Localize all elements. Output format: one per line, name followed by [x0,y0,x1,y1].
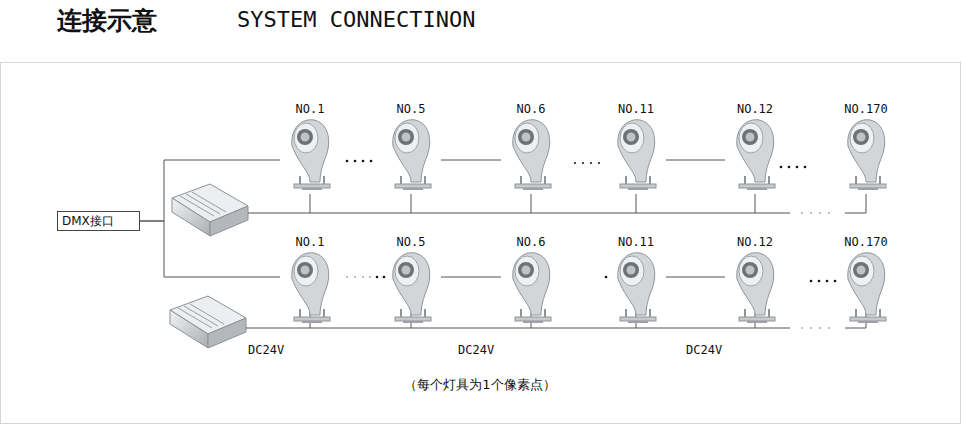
frame [1,63,961,424]
fixture-number: NO.1 [280,235,340,249]
dmx-box: DMX接口 [57,211,140,231]
fixture-number: NO.5 [381,102,441,116]
fixture-number: NO.170 [836,235,896,249]
fixture-drawing [501,249,561,325]
light-fixture: NO.170 [836,102,896,192]
light-fixture: NO.12 [725,235,785,325]
fixture-drawing [725,249,785,325]
voltage-label: DC24V [686,343,722,357]
fixture-number: NO.170 [836,102,896,116]
fixture-drawing [725,116,785,192]
fixture-drawing [606,249,666,325]
subtitle: SYSTEM CONNECTINON [237,7,475,32]
voltage-label: DC24V [458,343,494,357]
light-fixture: NO.1 [280,102,340,192]
fixture-number: NO.6 [501,235,561,249]
fixture-drawing [836,249,896,325]
light-fixture: NO.11 [606,102,666,192]
box-label: DMX接口 [58,212,139,230]
light-fixture: NO.1 [280,235,340,325]
power-supply [170,296,246,348]
light-fixture: NO.12 [725,102,785,192]
continuation-dots [346,212,830,329]
fixture-drawing [836,116,896,192]
power-supply [172,184,248,236]
light-fixture: NO.11 [606,235,666,325]
title: 连接示意 [57,4,157,37]
light-fixture: NO.170 [836,235,896,325]
data-wire [666,160,725,161]
data-wire [140,221,280,277]
fixture-number: NO.12 [725,235,785,249]
fixture-drawing [381,116,441,192]
fixture-number: NO.5 [381,235,441,249]
caption: （每个灯具为1个像素点） [404,376,555,394]
fixture-drawing [606,116,666,192]
fixture-number: NO.6 [501,102,561,116]
light-fixture: NO.6 [501,102,561,192]
voltage-label: DC24V [248,343,284,357]
fixture-drawing [381,249,441,325]
fixture-number: NO.1 [280,102,340,116]
fixture-number: NO.11 [606,102,666,116]
data-wire [441,160,501,161]
fixture-drawing [501,116,561,192]
data-wire [666,277,725,278]
data-wire [140,160,280,221]
fixture-number: NO.11 [606,235,666,249]
fixture-number: NO.12 [725,102,785,116]
power-wire [246,194,866,328]
fixture-drawing [280,116,340,192]
light-fixture: NO.5 [381,102,441,192]
data-wire [441,277,501,278]
light-fixture: NO.6 [501,235,561,325]
fixture-drawing [280,249,340,325]
light-fixture: NO.5 [381,235,441,325]
